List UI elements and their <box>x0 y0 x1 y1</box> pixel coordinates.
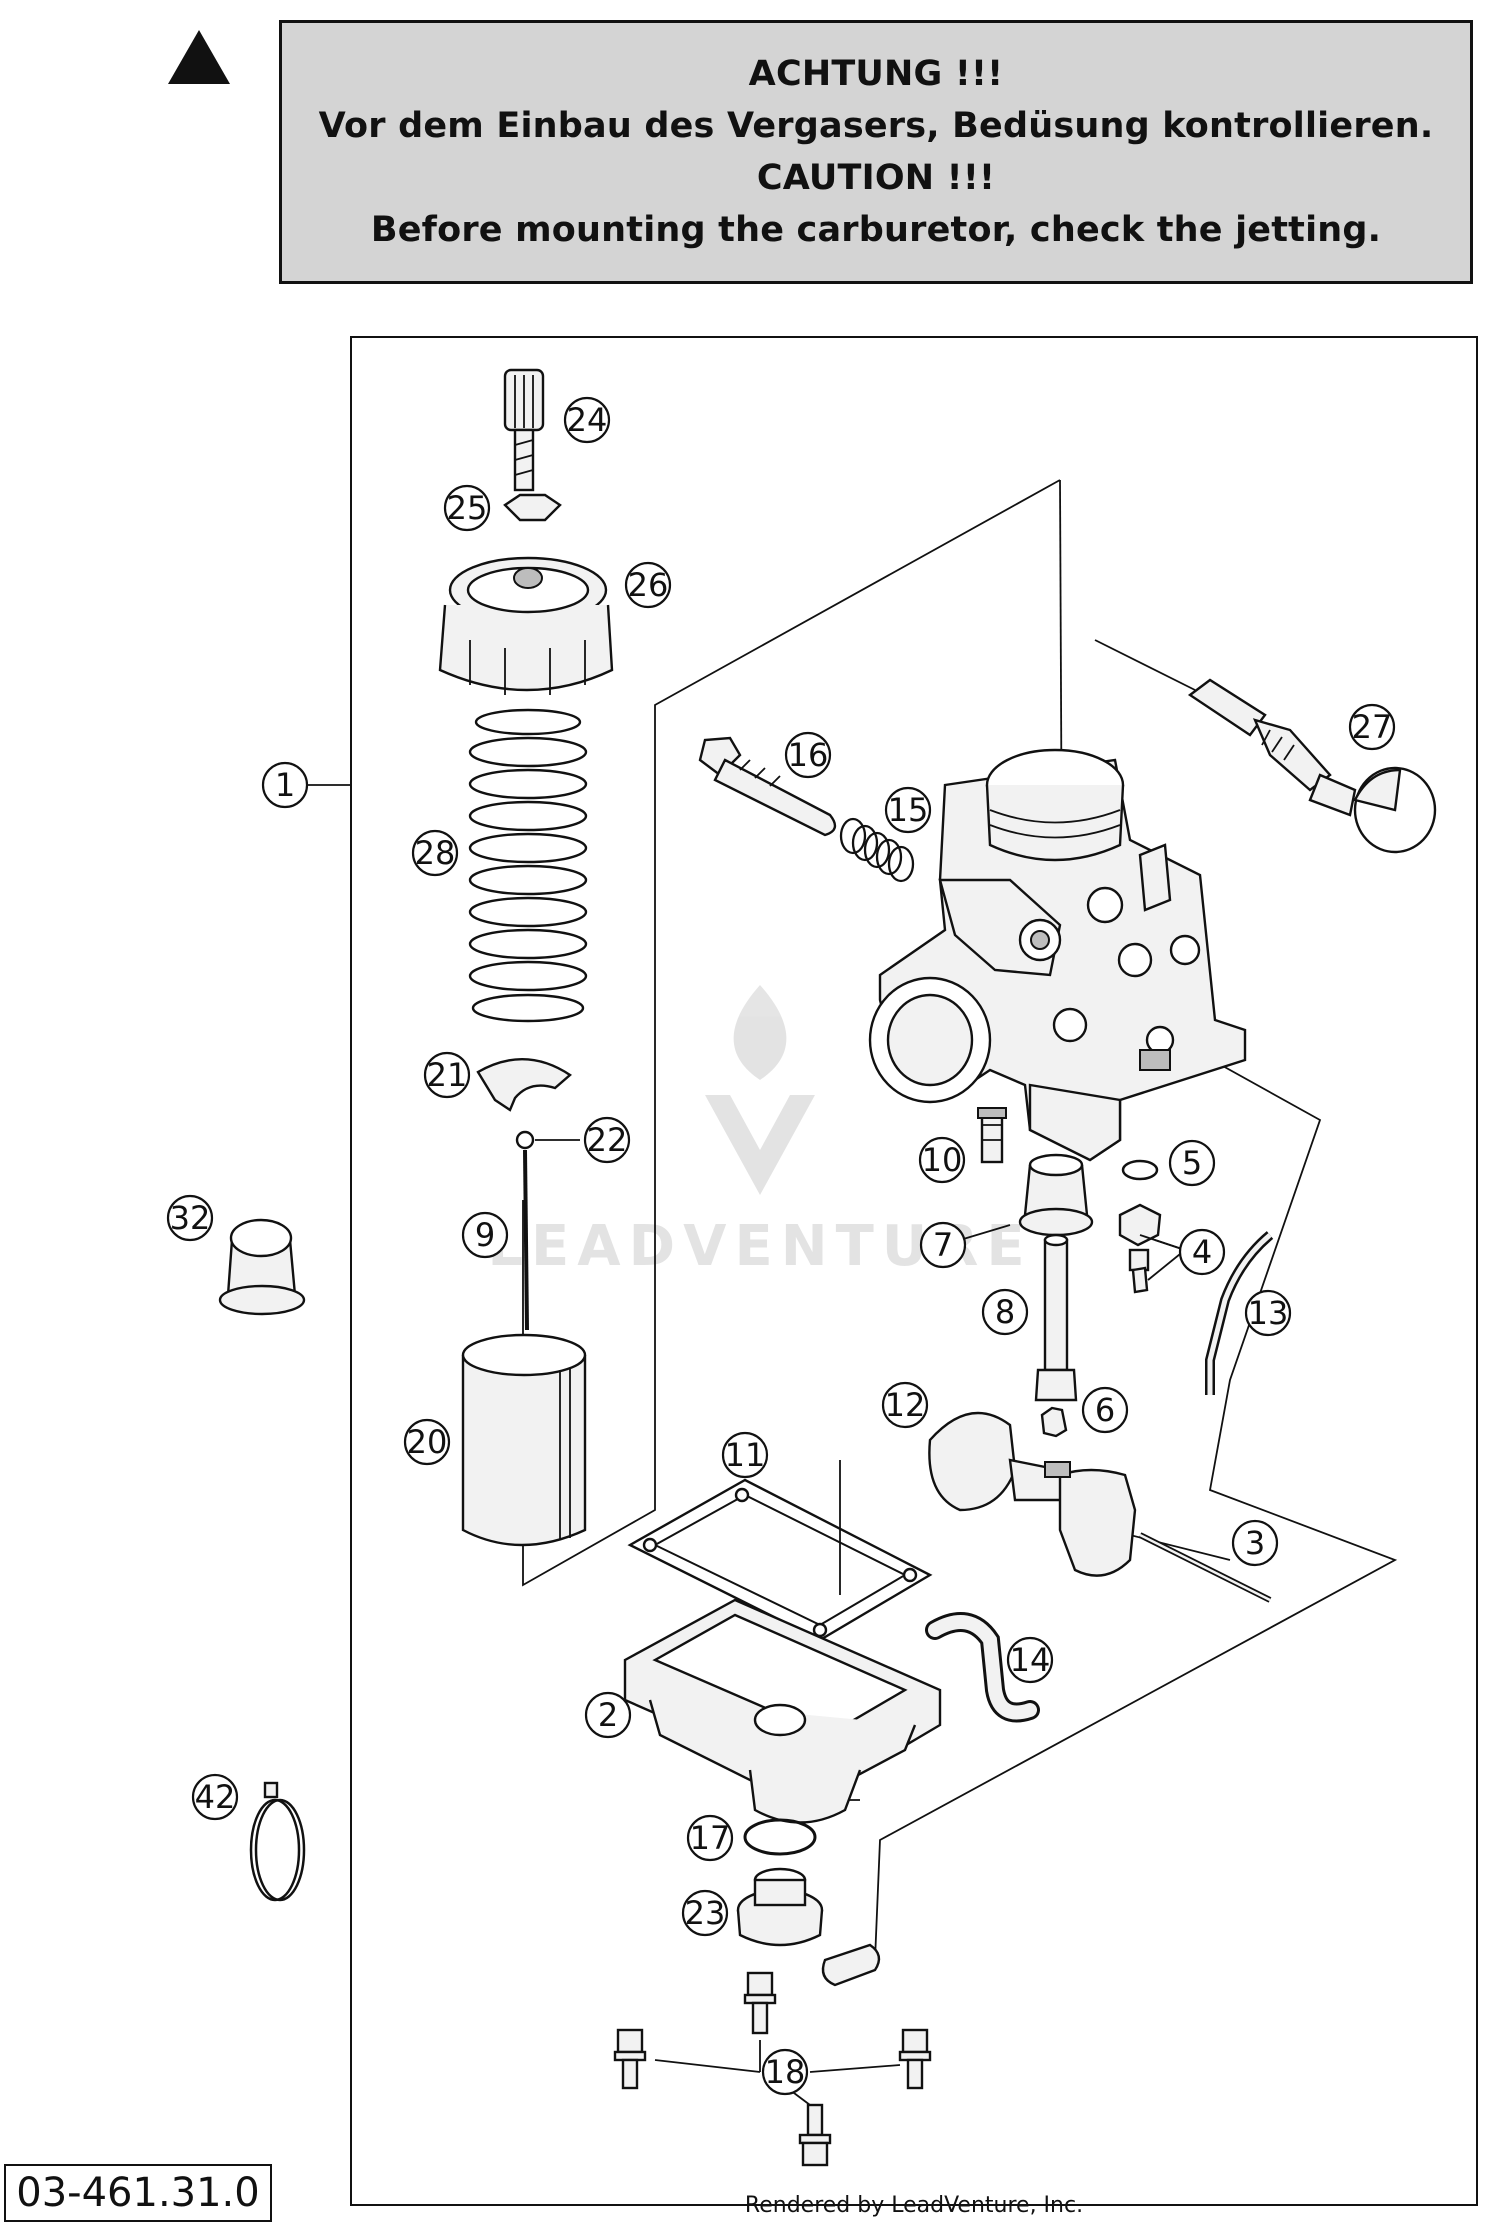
svg-text:11: 11 <box>725 1436 766 1474</box>
part-11-gasket <box>627 1478 933 1642</box>
callout-16: 16 <box>784 731 832 779</box>
callout-27: 27 <box>1348 703 1396 751</box>
callout-15: 15 <box>884 786 932 834</box>
callout-26: 26 <box>624 561 672 609</box>
callout-6: 6 <box>1081 1386 1129 1434</box>
callout-25: 25 <box>443 484 491 532</box>
svg-text:2: 2 <box>598 1696 618 1734</box>
svg-text:9: 9 <box>475 1216 495 1254</box>
callout-11: 11 <box>721 1431 769 1479</box>
part-5-o-ring <box>1121 1159 1159 1181</box>
svg-text:20: 20 <box>407 1423 448 1461</box>
caution-title-en: CAUTION !!! <box>756 158 996 198</box>
callout-4: 4 <box>1178 1228 1226 1276</box>
callout-2: 2 <box>584 1691 632 1739</box>
part-15-spring <box>839 817 915 883</box>
svg-text:25: 25 <box>447 489 488 527</box>
svg-text:14: 14 <box>1010 1641 1051 1679</box>
svg-text:7: 7 <box>933 1226 953 1264</box>
callout-1: 1 <box>261 761 309 809</box>
part-32-cap <box>218 1218 306 1316</box>
svg-text:5: 5 <box>1182 1144 1202 1182</box>
part-18-screws <box>613 1971 932 2167</box>
svg-text:8: 8 <box>995 1293 1015 1331</box>
callout-9: 9 <box>461 1211 509 1259</box>
part-24-adjuster-screw <box>503 368 545 492</box>
callout-42: 42 <box>191 1773 239 1821</box>
carburetor-body <box>868 748 1247 1162</box>
callout-17: 17 <box>686 1814 734 1862</box>
caution-title-de: ACHTUNG !!! <box>748 54 1004 94</box>
part-4-jet <box>1118 1203 1162 1294</box>
part-10-pilot-jet <box>977 1107 1007 1164</box>
callout-22: 22 <box>583 1116 631 1164</box>
bowl-bracket <box>821 1943 881 1987</box>
part-20-throttle-slide <box>461 1333 587 1547</box>
callout-8: 8 <box>981 1288 1029 1336</box>
callout-12: 12 <box>881 1381 929 1429</box>
part-2-float-bowl <box>623 1598 942 1824</box>
part-9-jet-needle <box>523 1149 529 1331</box>
callout-5: 5 <box>1168 1139 1216 1187</box>
svg-text:3: 3 <box>1245 1524 1265 1562</box>
part-42-hose-clamp <box>249 1781 306 1902</box>
part-8-needle-jet <box>1034 1233 1078 1402</box>
callout-23: 23 <box>681 1889 729 1937</box>
svg-text:24: 24 <box>567 401 608 439</box>
svg-text:15: 15 <box>888 791 929 829</box>
svg-text:32: 32 <box>170 1199 211 1237</box>
part-21-needle-clip-plate <box>476 1058 572 1112</box>
svg-text:17: 17 <box>690 1819 731 1857</box>
diagram-frame <box>350 336 1478 2206</box>
part-17-o-ring <box>743 1818 817 1856</box>
caution-text-en: Before mounting the carburetor, check th… <box>370 210 1382 250</box>
callout-14: 14 <box>1006 1636 1054 1684</box>
svg-text:26: 26 <box>628 566 669 604</box>
svg-text:27: 27 <box>1352 708 1393 746</box>
svg-text:16: 16 <box>788 736 829 774</box>
callout-21: 21 <box>423 1051 471 1099</box>
part-16-idle-screw <box>698 736 837 837</box>
callout-10: 10 <box>918 1136 966 1184</box>
caution-notice: ACHTUNG !!! Vor dem Einbau des Vergasers… <box>279 20 1473 284</box>
svg-text:22: 22 <box>587 1121 628 1159</box>
callout-13: 13 <box>1244 1289 1292 1337</box>
caution-text-de: Vor dem Einbau des Vergasers, Bedüsung k… <box>318 106 1434 146</box>
callout-20: 20 <box>403 1418 451 1466</box>
warning-triangle-icon <box>168 30 230 84</box>
part-6-main-jet <box>1040 1406 1068 1438</box>
callout-32: 32 <box>166 1194 214 1242</box>
callout-7: 7 <box>919 1221 967 1269</box>
callout-18: 18 <box>761 2048 809 2096</box>
part-23-drain-plug <box>736 1867 824 1947</box>
svg-text:4: 4 <box>1192 1233 1212 1271</box>
svg-text:6: 6 <box>1095 1391 1115 1429</box>
part-22-e-clip <box>515 1130 535 1150</box>
part-26-cap <box>438 556 614 695</box>
svg-text:42: 42 <box>195 1778 236 1816</box>
svg-text:1: 1 <box>275 766 295 804</box>
svg-text:13: 13 <box>1248 1294 1289 1332</box>
svg-text:28: 28 <box>415 834 456 872</box>
callout-28: 28 <box>411 829 459 877</box>
callout-3: 3 <box>1231 1519 1279 1567</box>
part-28-spring <box>468 708 588 1023</box>
part-12-float <box>928 1411 1137 1577</box>
svg-text:18: 18 <box>765 2053 806 2091</box>
svg-text:12: 12 <box>885 1386 926 1424</box>
part-7-needle-jet-holder <box>1018 1153 1094 1237</box>
svg-text:23: 23 <box>685 1894 726 1932</box>
render-credit: Rendered by LeadVenture, Inc. <box>744 2193 1084 2218</box>
part-27-choke-plunger <box>1187 678 1437 854</box>
callout-24: 24 <box>563 396 611 444</box>
svg-text:10: 10 <box>922 1141 963 1179</box>
svg-text:21: 21 <box>427 1056 468 1094</box>
part-25-nut <box>503 493 562 522</box>
diagram-part-code: 03-461.31.0 <box>4 2164 272 2222</box>
